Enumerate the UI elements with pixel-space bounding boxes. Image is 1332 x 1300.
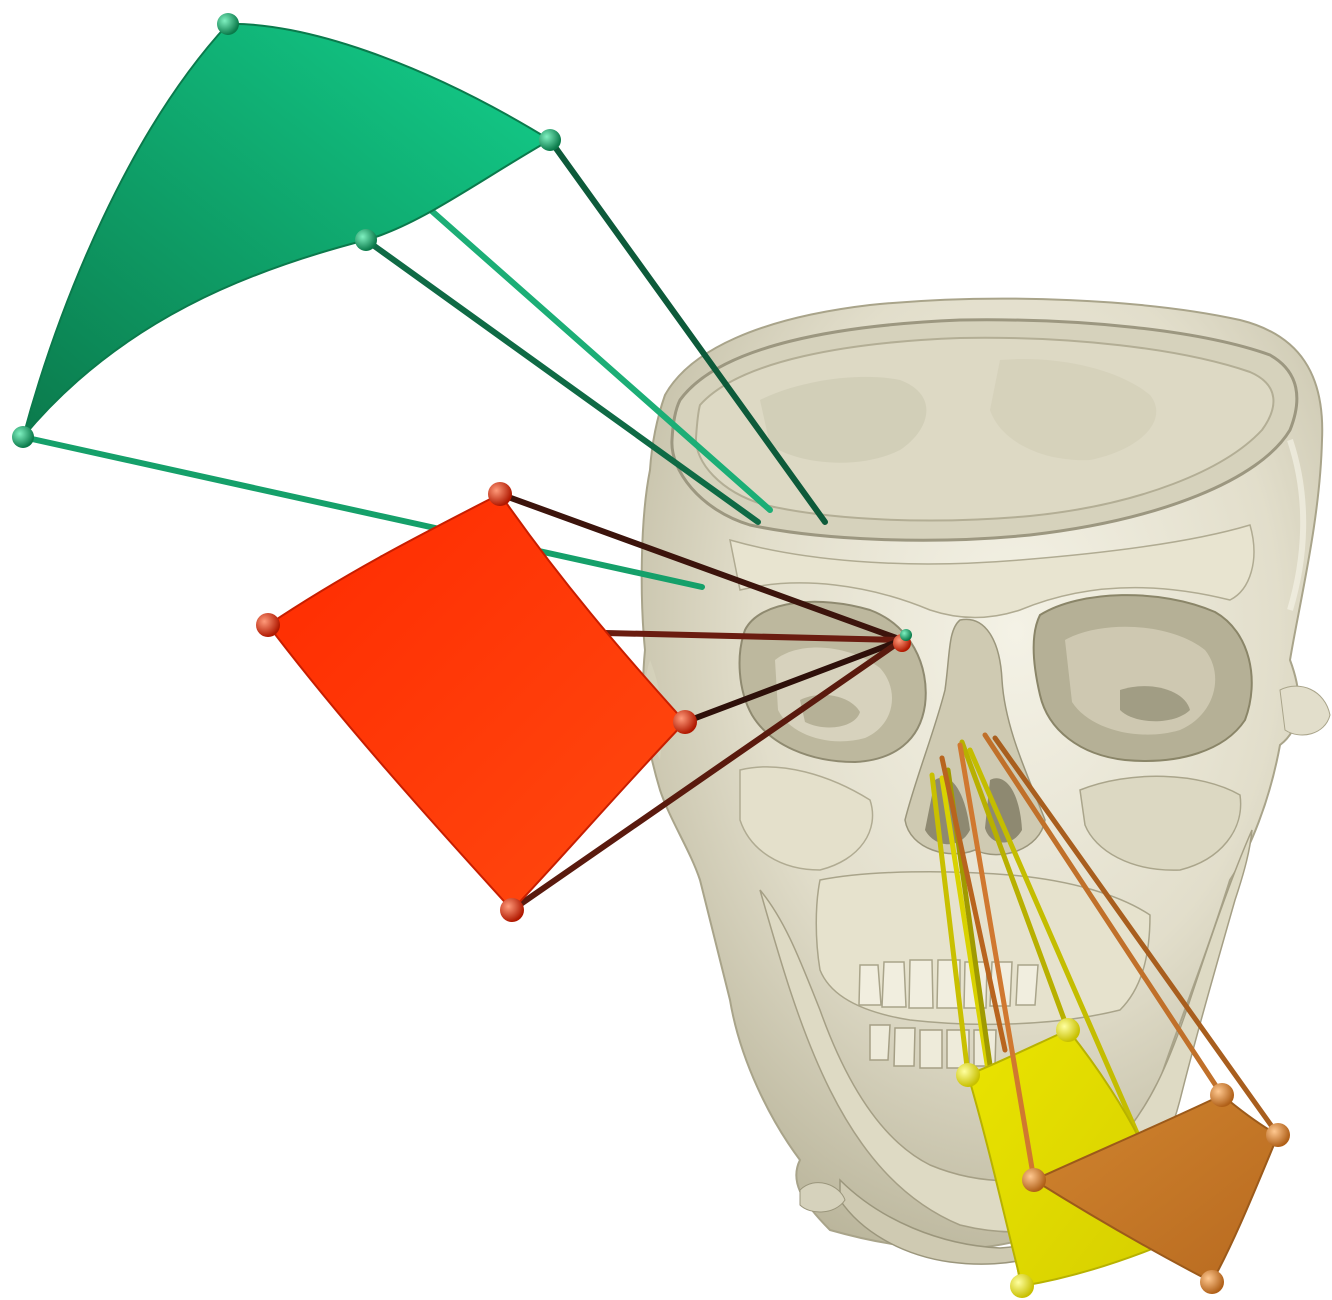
frustum-red-corner-node[interactable] — [256, 613, 280, 637]
frustum-orange-corner-node[interactable] — [1266, 1123, 1290, 1147]
frustum-green-corner-node[interactable] — [217, 13, 239, 35]
frustum-green-corner-node[interactable] — [12, 426, 34, 448]
frustum-red-corner-node[interactable] — [488, 482, 512, 506]
frustum-red-corner-node[interactable] — [673, 710, 697, 734]
frustum-orange-corner-node[interactable] — [1200, 1270, 1224, 1294]
frustum-green-image-plane[interactable] — [23, 24, 550, 437]
frustum-orange-corner-node[interactable] — [1022, 1168, 1046, 1192]
frustum-red-image-plane[interactable] — [268, 494, 685, 910]
frustum-yellow-corner-node[interactable] — [956, 1063, 980, 1087]
frustum-red-corner-node[interactable] — [500, 898, 524, 922]
frustum-green-corner-node[interactable] — [355, 229, 377, 251]
frustum-green-apex-node[interactable] — [900, 629, 912, 641]
frustum-yellow-corner-node[interactable] — [1010, 1274, 1034, 1298]
frustum-yellow-corner-node[interactable] — [1056, 1018, 1080, 1042]
frustum-green-corner-node[interactable] — [539, 129, 561, 151]
frustum-orange-corner-node[interactable] — [1210, 1083, 1234, 1107]
